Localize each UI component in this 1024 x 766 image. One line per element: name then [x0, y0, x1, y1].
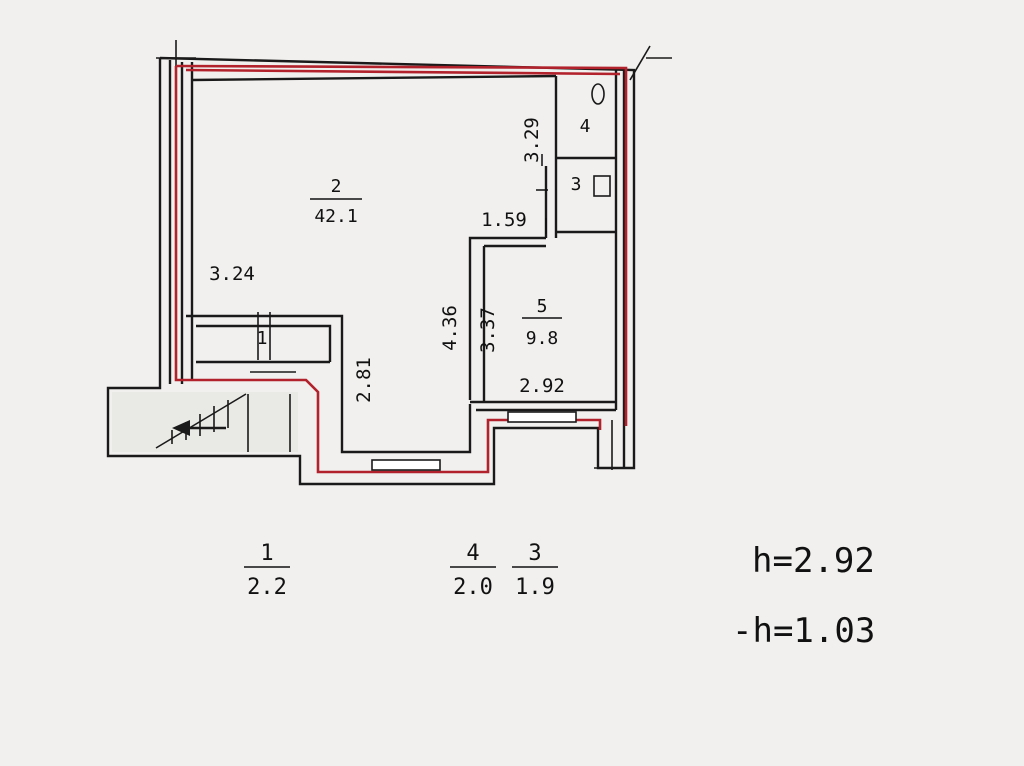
- sanitary-fixtures: [591, 83, 611, 197]
- entry-stairs: [112, 312, 298, 452]
- window-room5: [507, 411, 577, 423]
- legend-room-3-area: 1.9: [515, 575, 555, 600]
- dim-3-24: 3.24: [209, 263, 255, 285]
- legend-room-3-number: 3: [528, 541, 541, 566]
- legend-room-4: 4 2.0: [450, 541, 496, 600]
- room-4-number: 4: [580, 116, 591, 137]
- dim-2-81: 2.81: [353, 357, 375, 403]
- room-2-number: 2: [331, 176, 342, 197]
- room-5-number: 5: [537, 296, 548, 317]
- room-label-2: 2 42.1: [310, 176, 362, 227]
- dimensions: 3.24 3.29 1.59 4.36 3.37 2.81 2.92: [209, 117, 565, 403]
- arrow-head-icon: [172, 420, 190, 436]
- room-label-5: 5 9.8: [522, 296, 562, 349]
- room-5-area: 9.8: [526, 328, 559, 349]
- dim-3-29: 3.29: [521, 117, 543, 163]
- stair-landing: [112, 392, 298, 452]
- room-2-area: 42.1: [314, 206, 357, 227]
- room-1-number: 1: [257, 328, 268, 349]
- legend-room-1-area: 2.2: [247, 575, 287, 600]
- legend-room-4-number: 4: [466, 541, 479, 566]
- dim-1-59: 1.59: [481, 209, 527, 231]
- room-3-number: 3: [571, 174, 582, 195]
- legend-room-1-number: 1: [260, 541, 273, 566]
- interior-walls: [186, 156, 616, 454]
- dim-4-36: 4.36: [439, 305, 461, 351]
- ceiling-height: h=2.92: [752, 541, 875, 581]
- legend-room-4-area: 2.0: [453, 575, 493, 600]
- legend-room-1: 1 2.2: [244, 541, 290, 600]
- dim-2-92: 2.92: [519, 375, 565, 397]
- toilet-icon: [591, 83, 605, 105]
- room-legend: 1 2.2 4 2.0 3 1.9: [244, 541, 558, 600]
- floor-level: -h=1.03: [732, 611, 875, 651]
- legend-room-3: 3 1.9: [512, 541, 558, 600]
- dim-3-37: 3.37: [477, 307, 499, 353]
- sink-icon: [593, 175, 611, 197]
- window-south: [371, 459, 441, 471]
- windows: [371, 411, 577, 471]
